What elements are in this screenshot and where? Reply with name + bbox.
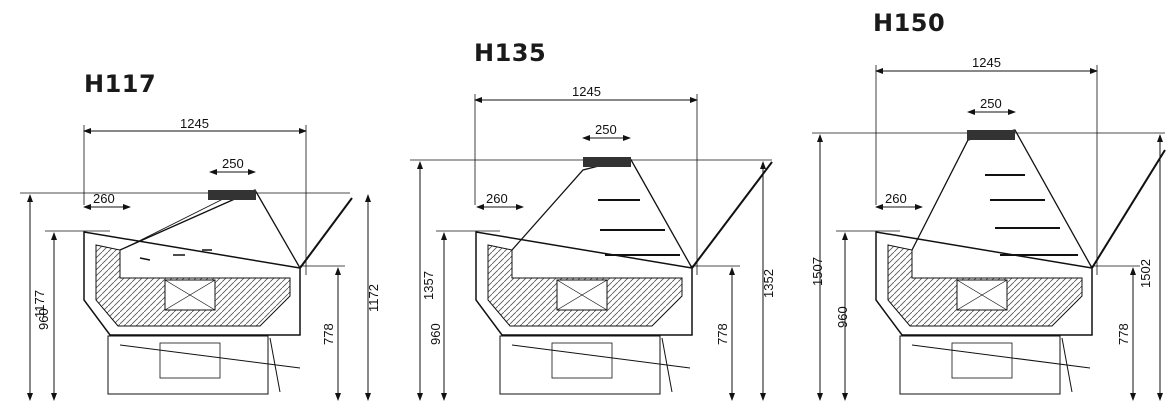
dim-top-shelf: 250 xyxy=(595,122,617,137)
dim-width: 1245 xyxy=(972,55,1001,70)
dim-glass-height: 1502 xyxy=(1138,259,1153,288)
dim-front-height: 778 xyxy=(715,323,730,345)
dim-total-height: 1507 xyxy=(810,257,825,286)
dim-left-inset: 260 xyxy=(93,191,115,206)
view-title-h150: H150 xyxy=(873,9,946,37)
dim-counter-height: 960 xyxy=(428,323,443,345)
dim-left-inset: 260 xyxy=(486,191,508,206)
dim-total-height: 1177 xyxy=(32,290,47,318)
dim-width: 1245 xyxy=(572,84,601,99)
dim-top-shelf: 250 xyxy=(222,156,244,171)
dim-top-shelf: 250 xyxy=(980,96,1002,111)
dim-counter-height: 960 xyxy=(835,306,850,328)
cabinet-h117: 1245 250 260 1177 960 778 1172 xyxy=(20,116,381,401)
dim-total-height: 1357 xyxy=(421,271,436,300)
dim-counter-height: 960 xyxy=(36,308,51,330)
dim-glass-height: 1352 xyxy=(761,269,776,298)
dim-glass-height: 1172 xyxy=(366,284,381,312)
dim-front-height: 778 xyxy=(321,323,336,345)
dim-front-height: 778 xyxy=(1116,323,1131,345)
dim-left-inset: 260 xyxy=(885,191,907,206)
view-title-h135: H135 xyxy=(474,39,547,67)
view-title-h117: H117 xyxy=(84,70,157,98)
dim-width: 1245 xyxy=(180,116,209,131)
cabinet-h135: 1245 250 260 1357 960 778 1352 xyxy=(410,84,776,401)
cabinet-h150: 1245 250 260 1507 960 778 1502 xyxy=(810,55,1166,401)
